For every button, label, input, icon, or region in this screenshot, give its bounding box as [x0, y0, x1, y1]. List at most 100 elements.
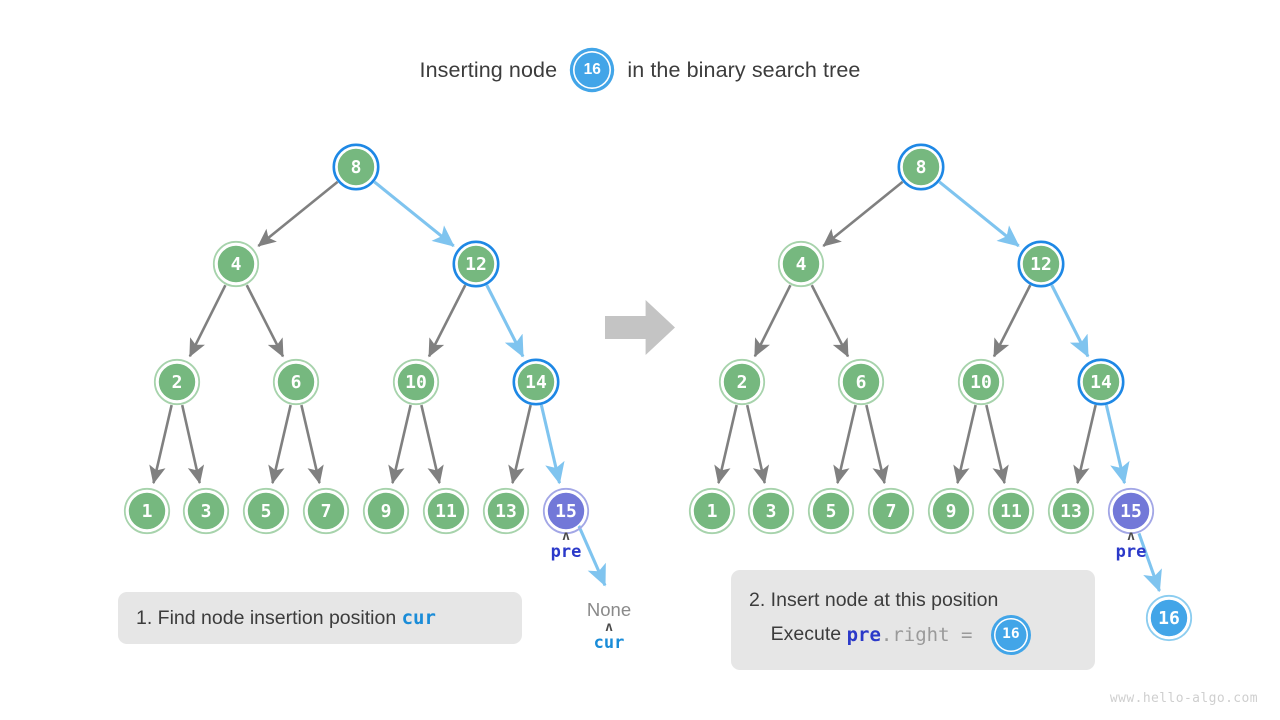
caption-text: 2. Insert node at this position — [749, 588, 999, 611]
tree-node-14[interactable]: 14 — [1077, 358, 1125, 406]
caption-code-token: pre — [846, 623, 881, 646]
node-ring — [123, 487, 171, 535]
tree-edge-m12-m14 — [1050, 284, 1090, 358]
node-ring — [422, 487, 470, 535]
watermark: www.hello-algo.com — [1109, 691, 1258, 706]
node-ring — [777, 240, 825, 288]
tree-node-9[interactable]: 9 — [927, 487, 975, 535]
node-value: 14 — [525, 372, 547, 393]
node-body — [216, 244, 256, 284]
tree-node-2[interactable]: 2 — [153, 358, 201, 406]
tree-node-5[interactable]: 5 — [242, 487, 290, 535]
pointer-name: pre — [550, 541, 582, 562]
tree-node-12[interactable]: 12 — [452, 240, 500, 288]
node-value: 1 — [707, 501, 718, 522]
tree-edge-n6-n5 — [268, 404, 292, 485]
tree-edge-n12-n14 — [485, 284, 525, 358]
node-body — [127, 491, 167, 531]
tree-edge-m4-m6 — [810, 284, 850, 358]
node-body — [546, 491, 586, 531]
tree-node-3[interactable]: 3 — [182, 487, 230, 535]
node-value: 6 — [856, 372, 867, 393]
node-body — [931, 491, 971, 531]
transition-arrow — [605, 300, 675, 355]
tree-node-4[interactable]: 4 — [777, 240, 825, 288]
node-ring — [987, 487, 1035, 535]
node-ring — [242, 487, 290, 535]
caption-node-chip: 16 — [993, 617, 1028, 652]
caret-icon: ʌ — [562, 529, 570, 544]
node-ring — [807, 487, 855, 535]
node-ring — [1017, 240, 1065, 288]
pointer-name: cur — [593, 633, 625, 654]
edge-layer — [149, 180, 1162, 593]
tree-edge-n12-n10 — [427, 284, 467, 358]
tree-node-15[interactable]: 15 — [1107, 487, 1155, 535]
caption-right: 2. Insert node at this position Execute … — [731, 570, 1095, 670]
node-body — [991, 491, 1031, 531]
tree-node-13[interactable]: 13 — [482, 487, 530, 535]
caption-code-token: cur — [401, 607, 436, 629]
node-body — [1081, 362, 1121, 402]
tree-node-3[interactable]: 3 — [747, 487, 795, 535]
tree-node-2[interactable]: 2 — [718, 358, 766, 406]
tree-edge-n10-n9 — [388, 404, 412, 485]
tree-node-9[interactable]: 9 — [362, 487, 410, 535]
tree-node-6[interactable]: 6 — [837, 358, 885, 406]
tree-node-5[interactable]: 5 — [807, 487, 855, 535]
node-body — [811, 491, 851, 531]
tree-node-11[interactable]: 11 — [987, 487, 1035, 535]
node-value: 9 — [946, 501, 957, 522]
tree-node-7[interactable]: 7 — [867, 487, 915, 535]
tree-node-8[interactable]: 8 — [332, 143, 380, 191]
node-ring — [182, 487, 230, 535]
node-value: 9 — [381, 501, 392, 522]
caption-text: Execute — [749, 623, 847, 645]
tree-edge-n2-n3 — [180, 404, 205, 485]
node-body — [516, 362, 556, 402]
tree-node-12[interactable]: 12 — [1017, 240, 1065, 288]
node-body — [157, 362, 197, 402]
tree-node-7[interactable]: 7 — [302, 487, 350, 535]
node-value: 4 — [796, 254, 807, 275]
tree-node-14[interactable]: 14 — [512, 358, 560, 406]
tree-edge-m12-m10 — [992, 284, 1032, 358]
node-ring — [482, 487, 530, 535]
node-body — [276, 362, 316, 402]
tree-node-10[interactable]: 10 — [392, 358, 440, 406]
tree-node-11[interactable]: 11 — [422, 487, 470, 535]
node-value: 8 — [351, 157, 362, 178]
tree-edge-m4-m2 — [753, 284, 792, 358]
tree-node-15[interactable]: 15 — [542, 487, 590, 535]
node-value: 1 — [142, 501, 153, 522]
node-value: 7 — [886, 501, 897, 522]
tree-edge-m8-m4 — [822, 180, 904, 247]
tree-node-16[interactable]: 16 — [1145, 594, 1193, 642]
tree-node-10[interactable]: 10 — [957, 358, 1005, 406]
node-value: 12 — [465, 254, 487, 275]
tree-node-13[interactable]: 13 — [1047, 487, 1095, 535]
arrow-right-icon — [605, 300, 675, 355]
node-value: 2 — [172, 372, 183, 393]
mid-arrow-layer — [605, 300, 675, 355]
node-body — [426, 491, 466, 531]
tree-node-4[interactable]: 4 — [212, 240, 260, 288]
node-value: 8 — [916, 157, 927, 178]
caret-icon: ʌ — [605, 620, 613, 636]
node-value: 15 — [555, 501, 577, 522]
node-ring — [452, 240, 500, 288]
node-body — [781, 244, 821, 284]
tree-edge-n8-n12 — [373, 180, 455, 248]
tree-node-1[interactable]: 1 — [688, 487, 736, 535]
tree-edge-m10-m9 — [953, 404, 977, 485]
node-value: 4 — [231, 254, 242, 275]
node-body — [841, 362, 881, 402]
tree-node-8[interactable]: 8 — [897, 143, 945, 191]
tree-node-1[interactable]: 1 — [123, 487, 171, 535]
node-body — [396, 362, 436, 402]
tree-node-6[interactable]: 6 — [272, 358, 320, 406]
node-value: 2 — [737, 372, 748, 393]
page-title: Inserting node 16 in the binary search t… — [0, 48, 1280, 92]
